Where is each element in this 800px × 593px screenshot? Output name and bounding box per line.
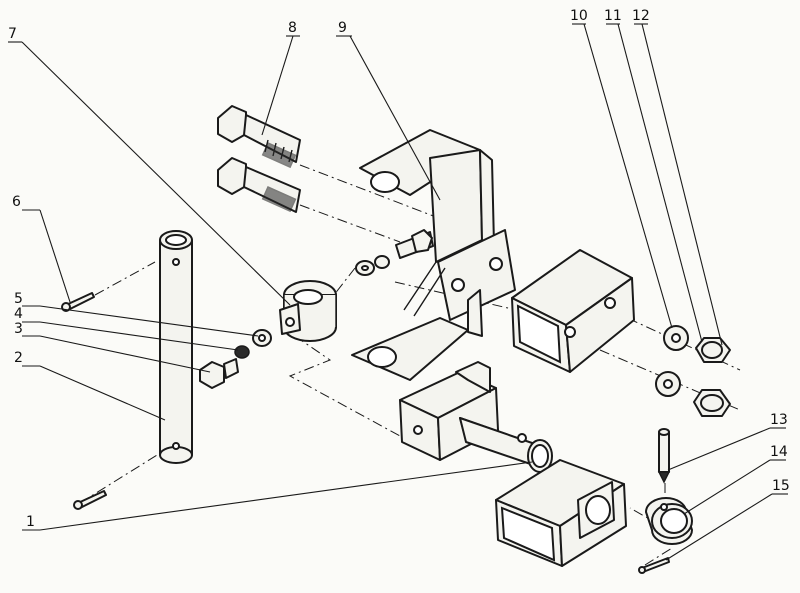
bolt-lower [217,157,301,213]
washer-small [355,260,375,276]
lock-washer [234,345,250,359]
long-pin [159,230,193,464]
set-bolt [199,358,239,389]
callout-5: 5 [14,291,23,307]
short-bolt [395,229,434,259]
callout-14: 14 [770,444,788,460]
collar [645,497,693,545]
square-tube-upper [511,249,635,373]
callout-8: 8 [288,20,297,36]
shaft-assembly [399,361,553,473]
callout-11: 11 [604,8,622,24]
cotter-pin-small [638,557,670,574]
bolt-upper [217,105,301,169]
washer-10-upper [663,325,689,351]
callout-9: 9 [338,20,347,36]
callout-2: 2 [14,350,23,366]
nut-11-lower [693,389,731,417]
callout-12: 12 [632,8,650,24]
callout-15: 15 [772,478,790,494]
lock-pin [657,428,671,484]
cotter-pin-lower [73,490,107,510]
square-tube-lower [495,459,627,567]
flat-washer [252,329,272,347]
leader-lines [8,23,788,561]
callout-1: 1 [26,514,35,530]
callout-labels: 1 2 3 4 5 6 7 8 9 10 11 12 13 14 15 [8,8,790,530]
washer-10-lower [655,371,681,397]
tee-clamp [279,280,337,342]
callout-13: 13 [770,412,788,428]
main-bracket [351,129,516,381]
callout-3: 3 [14,321,23,337]
callout-6: 6 [12,194,21,210]
callout-4: 4 [14,306,23,322]
callout-10: 10 [570,8,588,24]
cotter-pin-upper [61,292,95,312]
nut-small [374,255,390,269]
callout-7: 7 [8,26,17,42]
nut-11-upper [695,337,731,363]
